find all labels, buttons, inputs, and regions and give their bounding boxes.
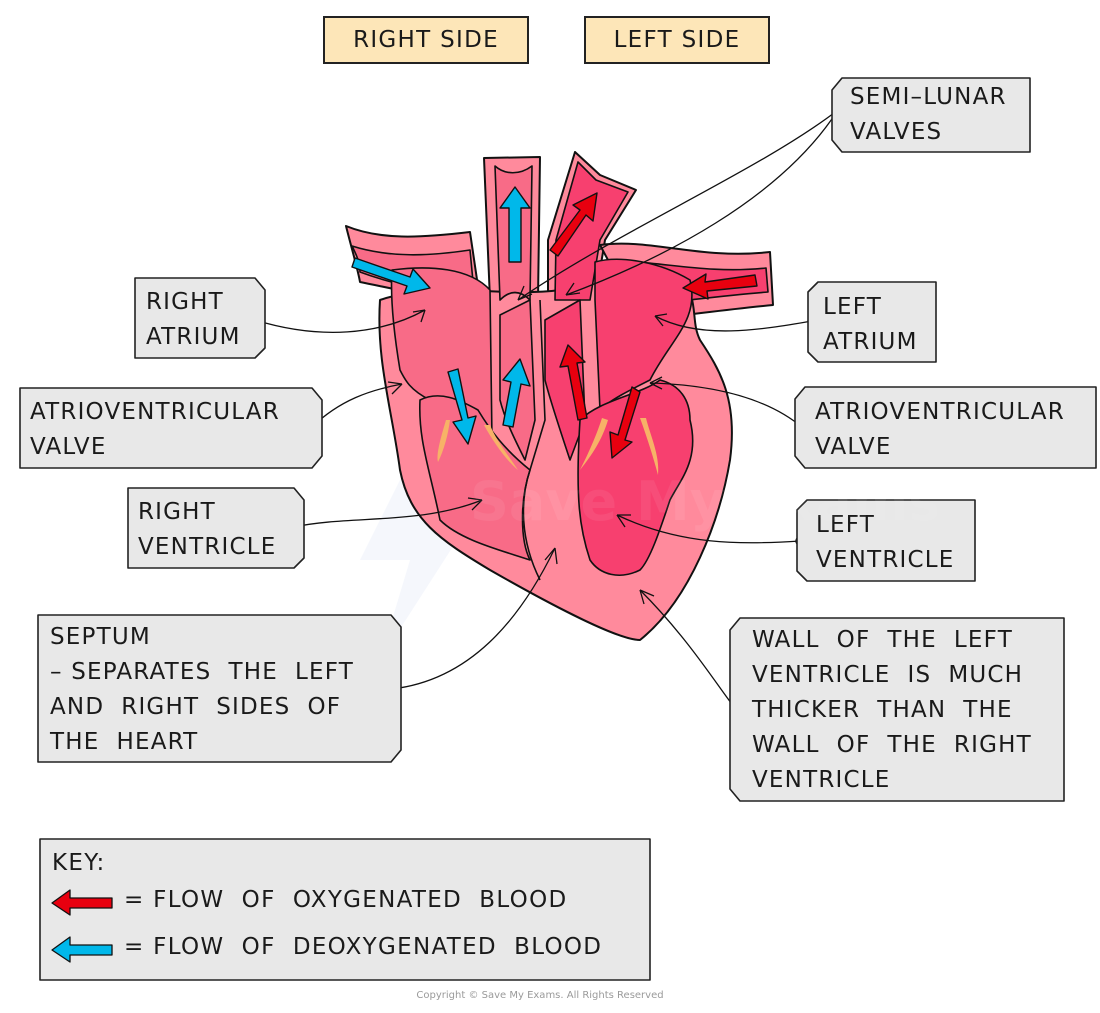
box-left-atrium — [807, 281, 937, 363]
label-semi-lunar-valves: SEMI–LUNAR VALVES — [850, 84, 1007, 145]
box-septum — [37, 614, 402, 763]
arrow-oxygenated-pulm-vein — [682, 273, 758, 300]
key-oxygenated-arrow-icon — [51, 889, 113, 916]
box-av-left — [794, 386, 1097, 469]
leader-lines — [250, 105, 843, 713]
arrow-deoxygenated-rv-out — [502, 358, 531, 428]
box-av-right — [19, 387, 323, 469]
watermark-logo — [360, 440, 470, 660]
arrow-deoxygenated-ra-rv — [447, 368, 477, 445]
label-septum: SEPTUM – SEPARATES THE LEFT AND RIGHT SI… — [50, 624, 354, 755]
box-right-atrium — [134, 277, 266, 359]
arrow-oxygenated-la-lv — [609, 386, 641, 459]
watermark-text: Save My Exams — [470, 470, 941, 533]
arrow-deoxygenated-pulmonary — [499, 186, 531, 263]
arrow-oxygenated-aorta — [549, 192, 598, 257]
label-right-atrium: RIGHT ATRIUM — [146, 289, 241, 350]
key-box — [39, 838, 651, 981]
key-oxygenated-text: = FLOW OF OXYGENATED BLOOD — [124, 887, 568, 913]
label-av-valve-right: ATRIOVENTRICULAR VALVE — [30, 399, 280, 460]
copyright-notice: Copyright © Save My Exams. All Rights Re… — [416, 990, 664, 1001]
header-right-side: RIGHT SIDE — [323, 16, 529, 64]
label-left-ventricle: LEFT VENTRICLE — [816, 512, 955, 573]
label-left-atrium: LEFT ATRIUM — [823, 294, 918, 355]
box-semi-lunar — [831, 77, 1031, 153]
key-deoxygenated-text: = FLOW OF DEOXYGENATED BLOOD — [124, 934, 603, 960]
box-left-ventricle — [796, 499, 976, 582]
flow-arrows — [351, 186, 758, 459]
valve-tissue — [437, 418, 659, 475]
label-av-valve-left: ATRIOVENTRICULAR VALVE — [815, 399, 1065, 460]
label-boxes — [19, 77, 1097, 981]
box-right-ventricle — [127, 487, 305, 569]
arrow-deoxygenated-vena-cava — [351, 257, 431, 295]
septum-line — [522, 299, 546, 581]
arrow-oxygenated-lv-out — [559, 344, 588, 421]
label-left-wall: WALL OF THE LEFT VENTRICLE IS MUCH THICK… — [752, 627, 1032, 793]
header-left-side: LEFT SIDE — [584, 16, 770, 64]
key-arrows — [51, 889, 113, 963]
header-right-side-text: RIGHT SIDE — [353, 27, 499, 53]
key-title: KEY: — [52, 850, 106, 876]
box-wall — [729, 617, 1065, 802]
label-right-ventricle: RIGHT VENTRICLE — [138, 499, 277, 560]
header-left-side-text: LEFT SIDE — [613, 27, 741, 53]
key-deoxygenated-arrow-icon — [51, 936, 113, 963]
